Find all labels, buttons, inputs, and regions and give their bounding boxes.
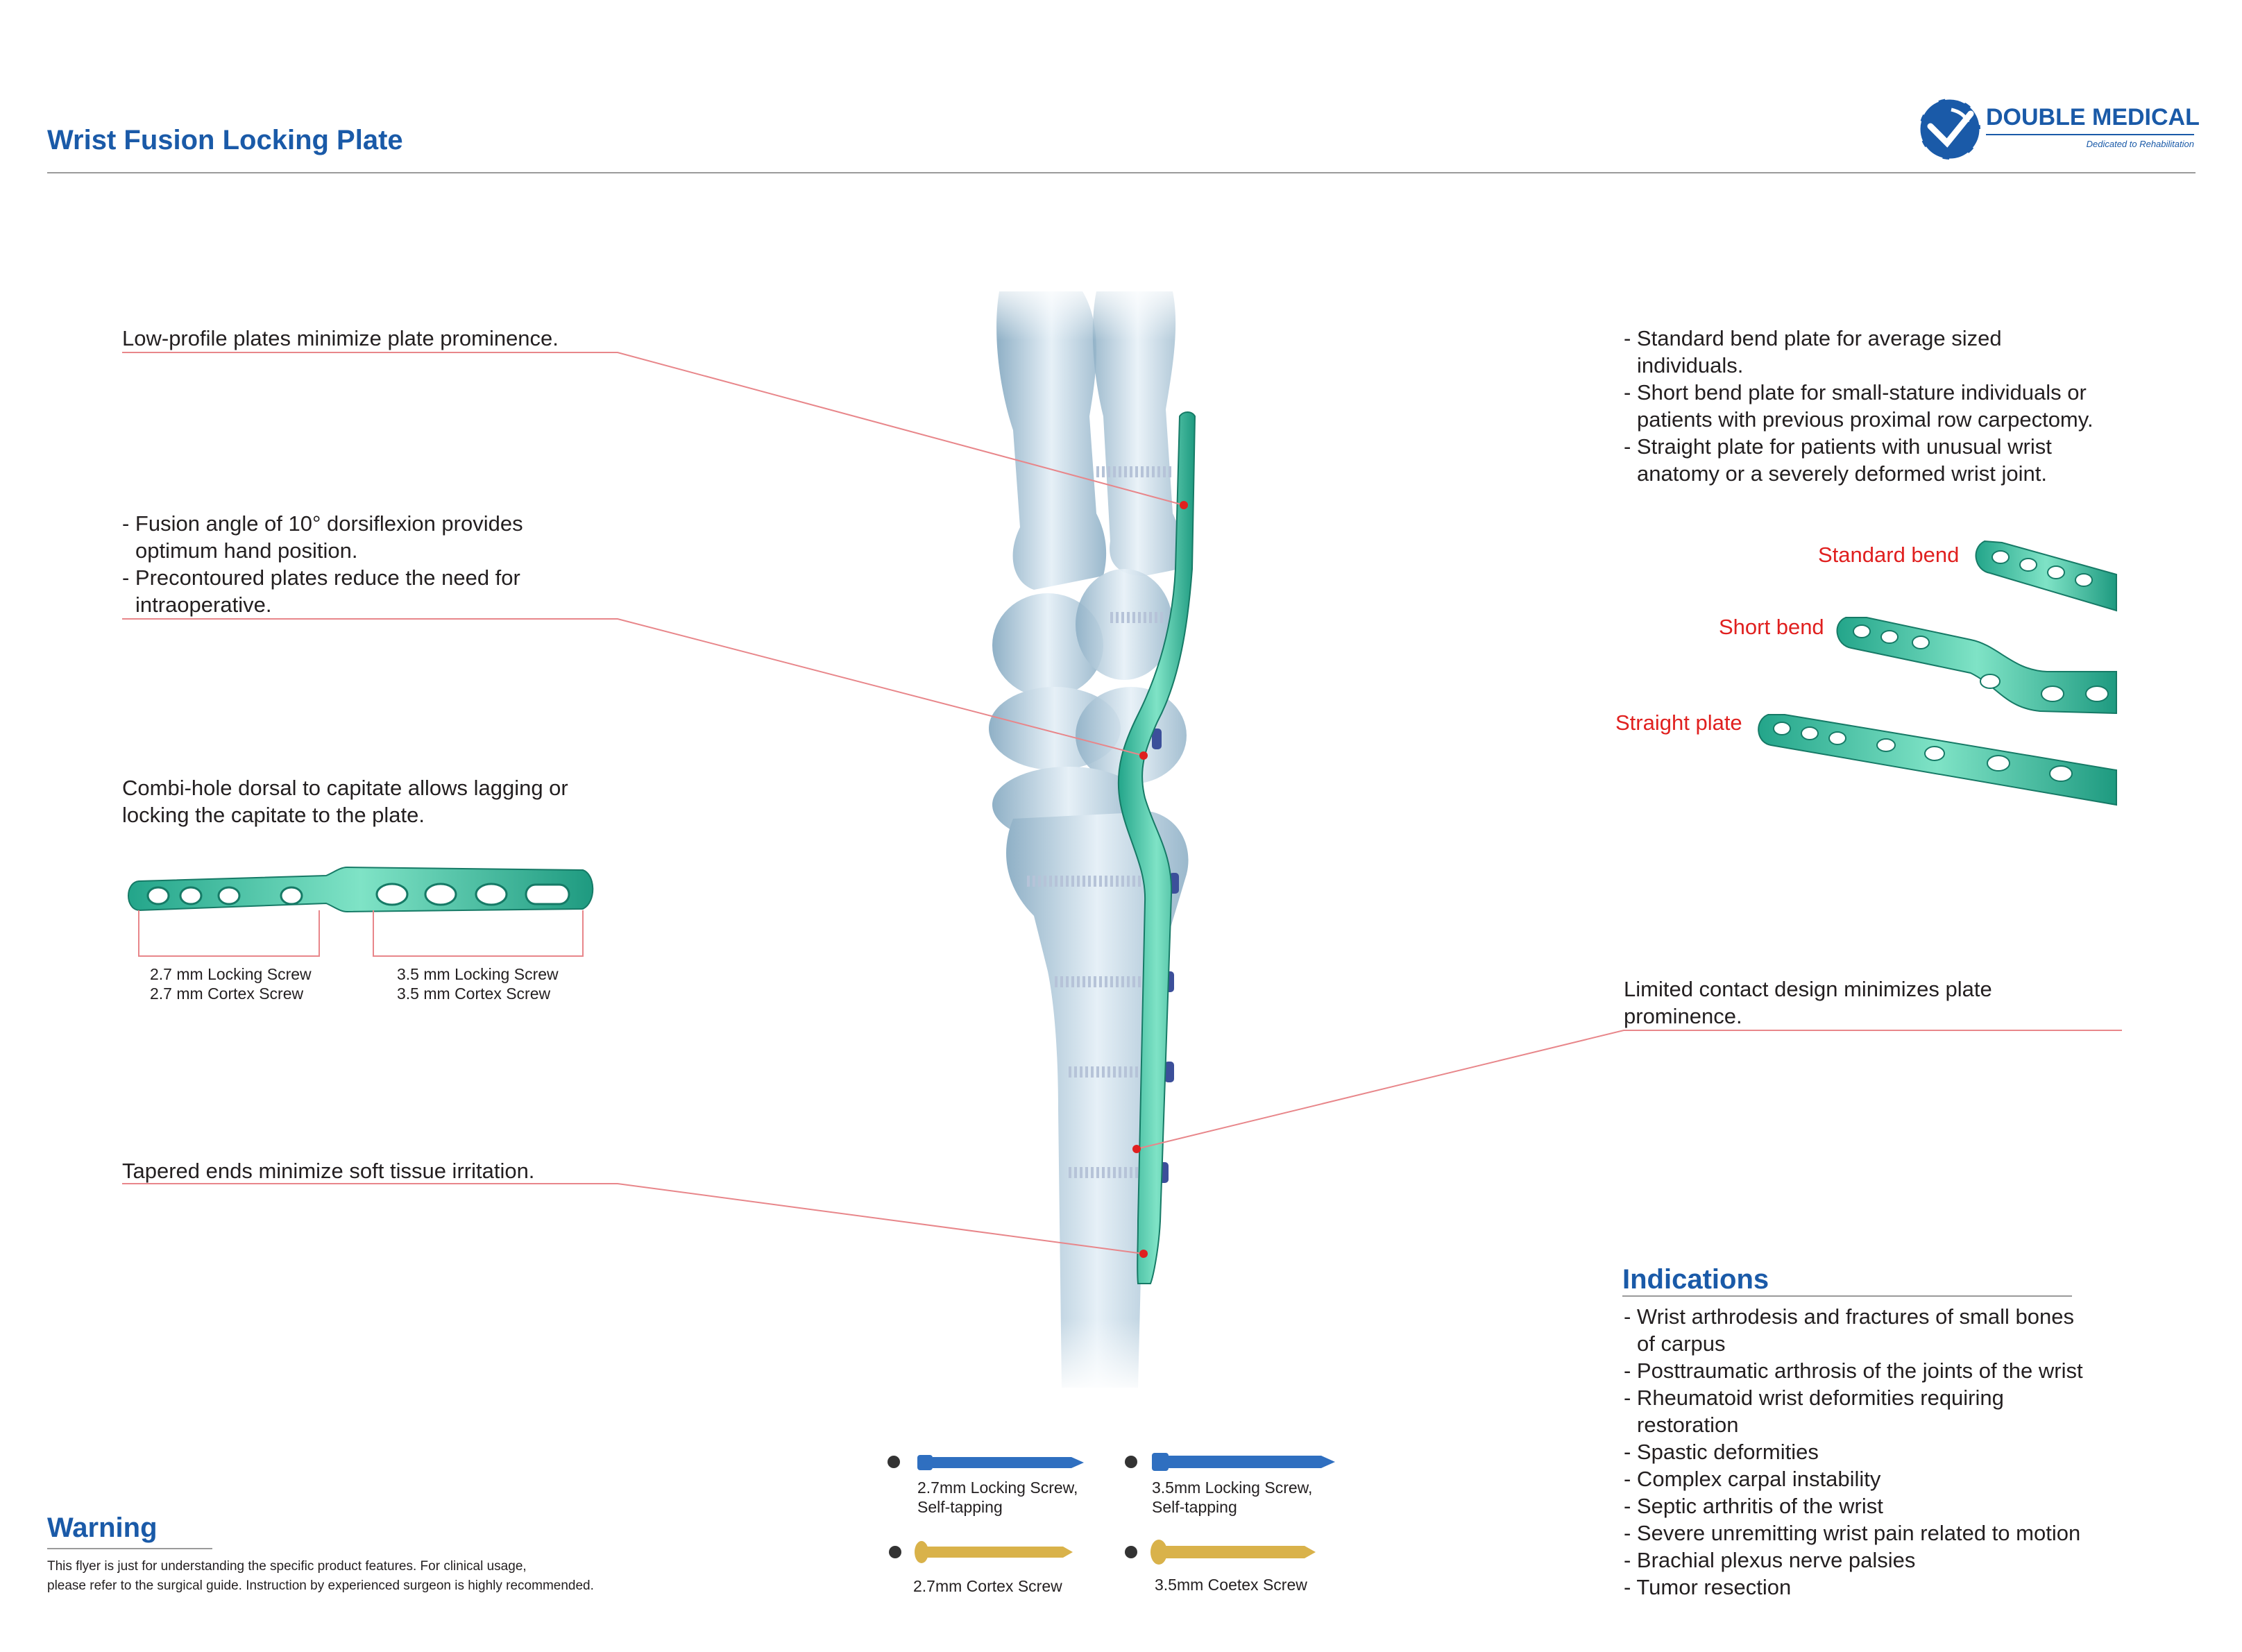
feature-tapered-ends: Tapered ends minimize soft tissue irrita… xyxy=(122,1159,535,1183)
indication-item: - Rheumatoid wrist deformities requiring xyxy=(1624,1386,2004,1410)
warning-text: This flyer is just for understanding the… xyxy=(47,1557,594,1596)
short-bend-label: Short bend xyxy=(1719,615,1824,639)
combi-hole-line: Combi-hole dorsal to capitate allows lag… xyxy=(122,776,568,800)
screw-zone-brackets xyxy=(138,910,584,957)
feature-combi-hole: Combi-hole dorsal to capitate allows lag… xyxy=(122,774,568,828)
indication-item: - Tumor resection xyxy=(1624,1575,1792,1599)
warning-line: please refer to the surgical guide. Inst… xyxy=(47,1578,594,1593)
plate-types-line: - Straight plate for patients with unusu… xyxy=(1624,434,2052,459)
indications-heading: Indications xyxy=(1622,1264,1769,1295)
fusion-angle-line: - Fusion angle of 10° dorsiflexion provi… xyxy=(122,511,523,536)
locking-screw-35-line: Self-tapping xyxy=(1152,1498,1237,1516)
locking-screw-27-label: 2.7mm Locking Screw, Self-tapping xyxy=(917,1478,1078,1517)
locking-screw-27-line: 2.7mm Locking Screw, xyxy=(917,1479,1078,1497)
screw-zone-large-label: 3.5 mm Locking Screw 3.5 mm Cortex Screw xyxy=(397,964,559,1003)
plate-types-line: - Short bend plate for small-stature ind… xyxy=(1624,380,2087,405)
warning-heading: Warning xyxy=(47,1513,158,1543)
feature-fusion-angle: - Fusion angle of 10° dorsiflexion provi… xyxy=(122,510,523,618)
short-bend-plate xyxy=(1836,617,2117,715)
straight-plate-label: Straight plate xyxy=(1615,710,1742,735)
header-divider xyxy=(47,172,2196,173)
feature-limited-contact: Limited contact design minimizes plate p… xyxy=(1624,976,1992,1030)
feature-plate-types: - Standard bend plate for average sized … xyxy=(1624,325,2094,487)
indication-item: - Complex carpal instability xyxy=(1624,1467,1881,1491)
indication-item: - Septic arthritis of the wrist xyxy=(1624,1494,1883,1518)
callout-lines xyxy=(122,352,2122,1254)
locking-screw-35-icon xyxy=(1125,1453,1335,1471)
indications-list: - Wrist arthrodesis and fractures of sma… xyxy=(1624,1303,2083,1601)
indication-item: - Severe unremitting wrist pain related … xyxy=(1624,1521,2081,1545)
screw-zone-small-label: 2.7 mm Locking Screw 2.7 mm Cortex Screw xyxy=(150,964,312,1003)
logo-tagline: Dedicated to Rehabilitation xyxy=(2086,139,2194,149)
standard-bend-label: Standard bend xyxy=(1818,543,1960,567)
locking-screw-35-label: 3.5mm Locking Screw, Self-tapping xyxy=(1152,1478,1312,1517)
radius-bone xyxy=(1006,812,1189,1395)
screw-zone-large-line: 3.5 mm Cortex Screw xyxy=(397,985,551,1003)
limited-contact-line: prominence. xyxy=(1624,1004,1742,1028)
indication-item: - Wrist arthrodesis and fractures of sma… xyxy=(1624,1304,2074,1329)
limited-contact-line: Limited contact design minimizes plate xyxy=(1624,977,1992,1001)
fusion-angle-line: intraoperative. xyxy=(135,593,272,617)
locking-screw-27-icon xyxy=(888,1455,1084,1470)
callout-dots xyxy=(1132,501,1188,1258)
warning-line: This flyer is just for understanding the… xyxy=(47,1559,527,1574)
screw-zone-large-line: 3.5 mm Locking Screw xyxy=(397,965,559,983)
feature-low-profile: Low-profile plates minimize plate promin… xyxy=(122,326,559,350)
straight-plate xyxy=(1758,714,2117,806)
locking-screw-27-line: Self-tapping xyxy=(917,1498,1003,1516)
fusion-angle-line: optimum hand position. xyxy=(135,538,358,563)
screw-zone-small-line: 2.7 mm Locking Screw xyxy=(150,965,312,983)
cortex-screw-35-icon xyxy=(1125,1540,1316,1565)
indication-item: of carpus xyxy=(1637,1331,1726,1356)
plate-types-line: patients with previous proximal row carp… xyxy=(1637,407,2094,432)
metacarpal-bones xyxy=(985,278,1207,590)
indication-item: - Spastic deformities xyxy=(1624,1440,1819,1464)
indication-item: restoration xyxy=(1637,1413,1739,1437)
fusion-angle-line: - Precontoured plates reduce the need fo… xyxy=(122,565,520,590)
plate-types-line: anatomy or a severely deformed wrist joi… xyxy=(1637,461,2047,486)
double-medical-emblem-icon xyxy=(1918,97,1982,161)
indication-item: - Brachial plexus nerve palsies xyxy=(1624,1548,1916,1572)
screw-zone-small-line: 2.7 mm Cortex Screw xyxy=(150,985,304,1003)
standard-bend-plate xyxy=(1975,540,2117,612)
plate-types-line: - Standard bend plate for average sized xyxy=(1624,326,2002,350)
combi-hole-plate xyxy=(128,866,594,913)
locking-screw-35-line: 3.5mm Locking Screw, xyxy=(1152,1479,1313,1497)
cortex-screw-27-label: 2.7mm Cortex Screw xyxy=(913,1577,1062,1595)
page-title: Wrist Fusion Locking Plate xyxy=(47,125,403,155)
logo-name: DOUBLE MEDICAL xyxy=(1986,104,2200,130)
logo-divider xyxy=(1986,134,2194,135)
cortex-screw-35-label: 3.5mm Coetex Screw xyxy=(1155,1576,1307,1594)
bone-screws xyxy=(1027,466,1173,1178)
fusion-plate xyxy=(1117,411,1196,1284)
plate-types-line: individuals. xyxy=(1637,353,1744,377)
combi-hole-line: locking the capitate to the plate. xyxy=(122,803,425,827)
brand-logo: DOUBLE MEDICAL Dedicated to Rehabilitati… xyxy=(1915,94,2200,164)
indication-item: - Posttraumatic arthrosis of the joints … xyxy=(1624,1359,2083,1383)
cortex-screw-27-icon xyxy=(889,1541,1073,1563)
